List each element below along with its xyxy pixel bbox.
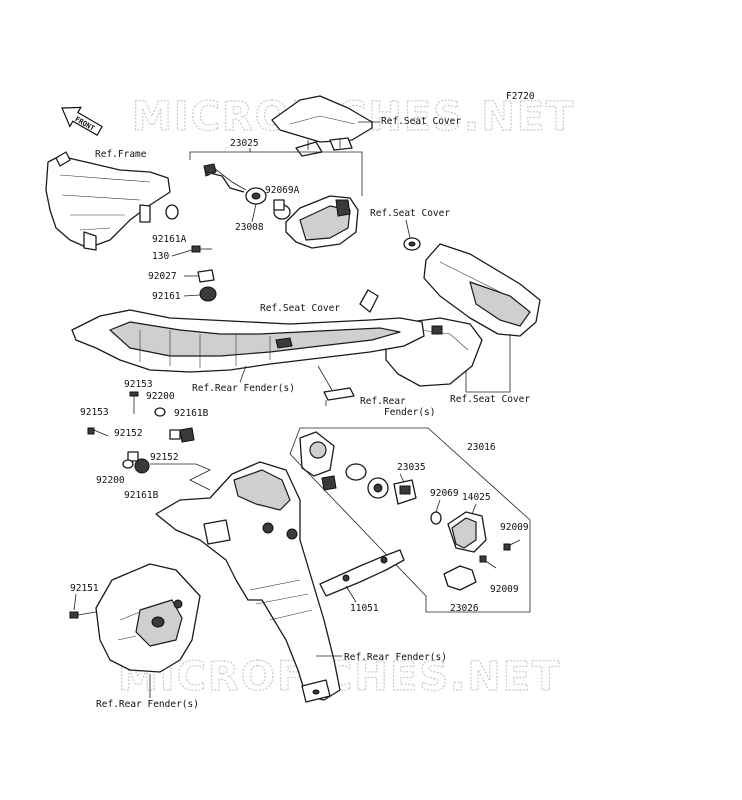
fender-bracket-part [323, 387, 355, 406]
part-130-label: 130 [152, 251, 169, 262]
ref-rear-fender-2-line2: Fender(s) [384, 407, 435, 418]
part-23035-label: 23035 [397, 462, 426, 473]
ref-rear-fender-4-label: Ref.Rear Fender(s) [96, 699, 199, 710]
part-92069-label: 92069 [430, 488, 459, 499]
front-arrow-icon: FRONT [61, 106, 103, 137]
washer-92200b-part [122, 459, 134, 469]
ref-rear-fender-2-line1: Ref.Rear [360, 396, 406, 407]
part-92153a-label: 92153 [124, 379, 153, 390]
part-92009a-label: 92009 [500, 522, 529, 533]
grommet-92161a-part [165, 204, 179, 220]
ref-rear-fender-3-label: Ref.Rear Fender(s) [344, 652, 447, 663]
bulb-socket-part [203, 163, 267, 205]
screw-92151-part [69, 611, 97, 619]
part-23016-label: 23016 [467, 442, 496, 453]
ref-rear-fender-1-label: Ref.Rear Fender(s) [192, 383, 295, 394]
part-92069a-label: 92069A [265, 185, 300, 196]
lens-23026-part [443, 565, 477, 591]
part-92200a-label: 92200 [146, 391, 175, 402]
part-92151-label: 92151 [70, 583, 99, 594]
tail-light-housing-part [285, 195, 359, 249]
collar-92152a-part [169, 429, 181, 440]
cover-14025-part [447, 511, 487, 553]
bulb-92069-part [430, 511, 442, 525]
screw-92009a-part [503, 539, 521, 551]
grommet-92161ba-part [179, 427, 195, 443]
ref-frame-label: Ref.Frame [95, 149, 147, 160]
rear-fender-lower-part [155, 461, 341, 703]
part-92200b-label: 92200 [96, 475, 125, 486]
part-14025-label: 14025 [462, 492, 491, 503]
bolt-130-part [191, 245, 212, 253]
plate-cover-part [95, 563, 201, 673]
frame-ref-part [45, 151, 171, 251]
part-23008-label: 23008 [235, 222, 264, 233]
license-lamp-housing-part [299, 431, 337, 491]
seat-cover-center-clip-part [359, 289, 379, 313]
seat-cowl-right-part [423, 243, 541, 337]
ref-seat-cover-mid-label: Ref.Seat Cover [370, 208, 450, 219]
part-23025-label: 23025 [230, 138, 259, 149]
screw-92153b-part [87, 427, 109, 437]
plate-bracket-11051-part [319, 549, 405, 597]
grommet-92161bb-part [134, 458, 150, 474]
part-92152b-label: 92152 [150, 452, 179, 463]
screw-92009b-part [479, 555, 497, 569]
washer-92200a-part [154, 407, 166, 417]
part-92161-label: 92161 [152, 291, 181, 302]
part-92152a-label: 92152 [114, 428, 143, 439]
grommet-92161-part [199, 286, 217, 302]
part-92009b-label: 92009 [490, 584, 519, 595]
ref-seat-cover-center-label: Ref.Seat Cover [260, 303, 340, 314]
part-92161bb-label: 92161B [124, 490, 159, 501]
part-23026-label: 23026 [450, 603, 479, 614]
part-92027-label: 92027 [148, 271, 177, 282]
part-92161a-label: 92161A [152, 234, 187, 245]
collar-92027-part [197, 269, 215, 283]
watermark-bottom: MICROFICHES.NET [118, 654, 561, 700]
seat-cover-clip-part [403, 237, 421, 251]
rear-fender-upper-part [71, 309, 425, 373]
ref-seat-cover-top-label: Ref.Seat Cover [381, 116, 461, 127]
figure-code: F2720 [506, 91, 535, 102]
collar-92152b-part [127, 451, 139, 462]
ref-seat-cover-bottom-label: Ref.Seat Cover [450, 394, 530, 405]
part-11051-label: 11051 [350, 603, 379, 614]
socket-23035-part [345, 463, 417, 505]
screw-92153a-part [129, 391, 139, 414]
part-92153b-label: 92153 [80, 407, 109, 418]
bulb-92069a-part [273, 199, 291, 220]
part-92161ba-label: 92161B [174, 408, 209, 419]
